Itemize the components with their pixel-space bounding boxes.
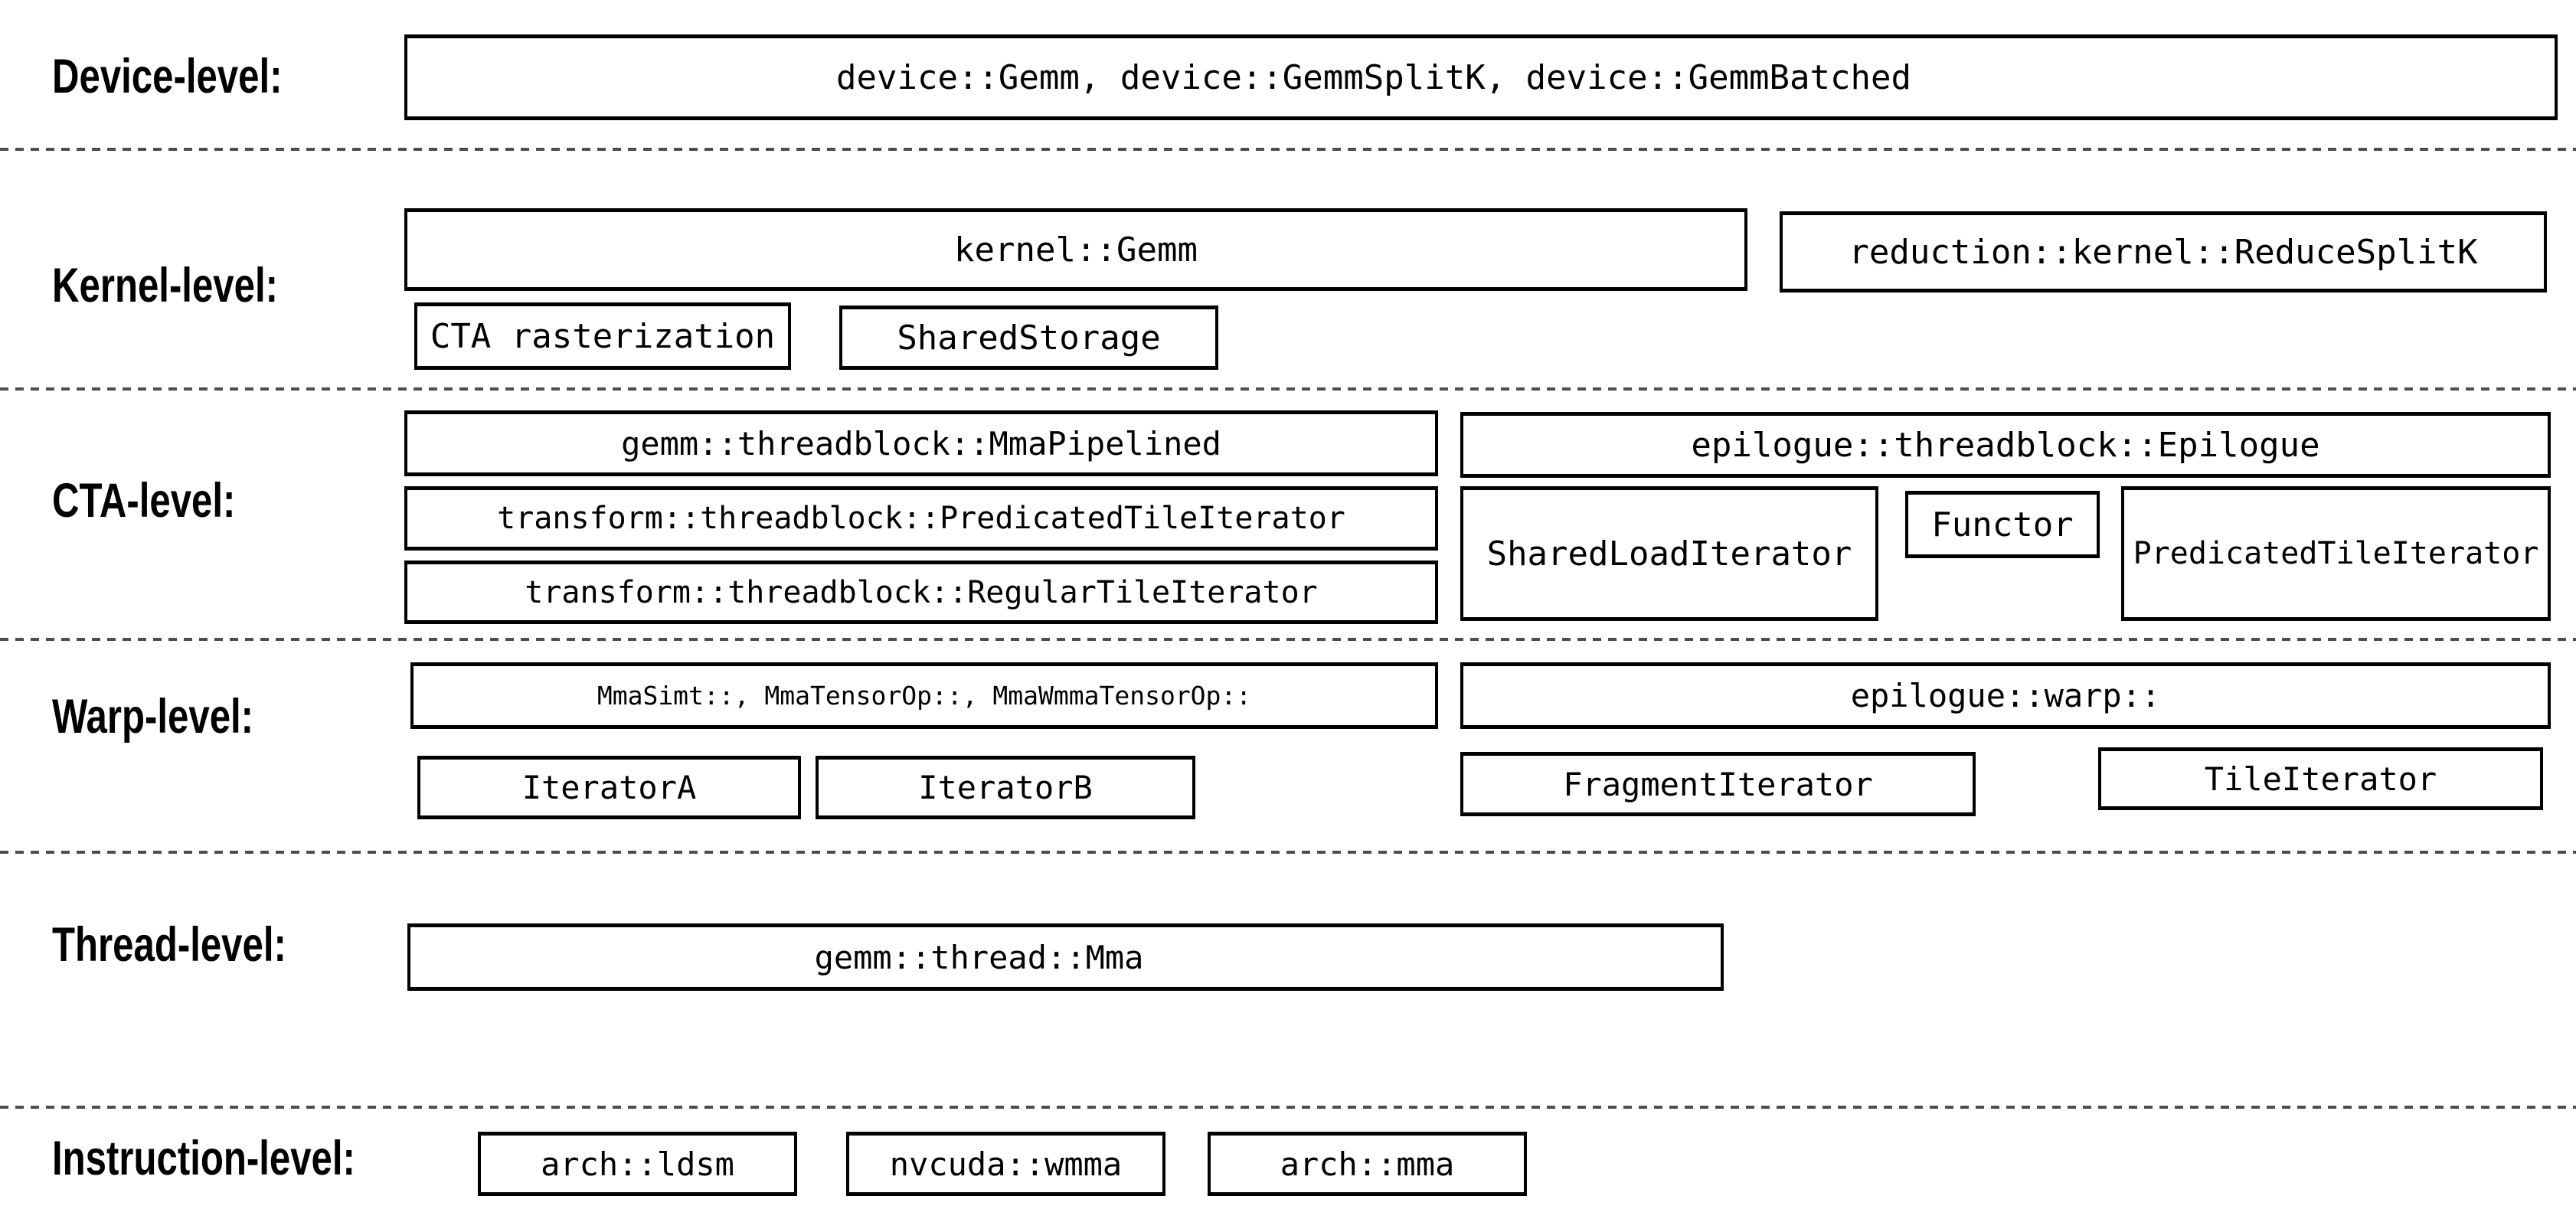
arch-mma-box: arch::mma xyxy=(1208,1132,1527,1196)
shared-storage-box: SharedStorage xyxy=(839,306,1218,370)
device-gemm-box: device::Gemm, device::GemmSplitK, device… xyxy=(404,34,2558,120)
fragment-iterator-box: FragmentIterator xyxy=(1460,752,1976,816)
instruction-level-label: Instruction-level: xyxy=(52,1132,355,1185)
reduction-kernel-reduce-splitk-box: reduction::kernel::ReduceSplitK xyxy=(1780,211,2547,292)
regular-tile-iterator-box: transform::threadblock::RegularTileItera… xyxy=(404,560,1438,624)
arch-ldsm-box: arch::ldsm xyxy=(478,1132,797,1196)
nvcuda-wmma-box: nvcuda::wmma xyxy=(846,1132,1165,1196)
predicated-tile-iterator-box: transform::threadblock::PredicatedTileIt… xyxy=(404,486,1438,551)
thread-level-label: Thread-level: xyxy=(52,918,286,972)
separator-warp-thread xyxy=(0,851,2576,854)
epilogue-warp-box: epilogue::warp:: xyxy=(1460,662,2551,729)
thread-mma-box: gemm::thread::Mma xyxy=(407,923,1724,991)
separator-device-kernel xyxy=(0,148,2576,151)
epilogue-threadblock-box: epilogue::threadblock::Epilogue xyxy=(1460,412,2551,478)
mma-pipelined-box: gemm::threadblock::MmaPipelined xyxy=(404,410,1438,476)
kernel-level-label: Kernel-level: xyxy=(52,259,278,312)
device-level-label: Device-level: xyxy=(52,50,283,103)
separator-thread-instruction xyxy=(0,1106,2576,1109)
iterator-b-box: IteratorB xyxy=(816,756,1195,819)
functor-box: Functor xyxy=(1905,491,2100,558)
warp-mma-ops-box: MmaSimt::, MmaTensorOp::, MmaWmmaTensorO… xyxy=(410,662,1438,729)
warp-level-label: Warp-level: xyxy=(52,690,254,743)
separator-cta-warp xyxy=(0,638,2576,641)
cta-level-label: CTA-level: xyxy=(52,474,236,528)
separator-kernel-cta xyxy=(0,387,2576,391)
cta-rasterization-box: CTA rasterization xyxy=(414,302,791,370)
shared-load-iterator-box: SharedLoadIterator xyxy=(1460,486,1878,621)
kernel-gemm-box: kernel::Gemm xyxy=(404,208,1747,291)
tile-iterator-box: TileIterator xyxy=(2098,747,2543,810)
epilogue-predicated-tile-iterator-box: PredicatedTileIterator xyxy=(2121,486,2551,621)
iterator-a-box: IteratorA xyxy=(417,756,801,819)
